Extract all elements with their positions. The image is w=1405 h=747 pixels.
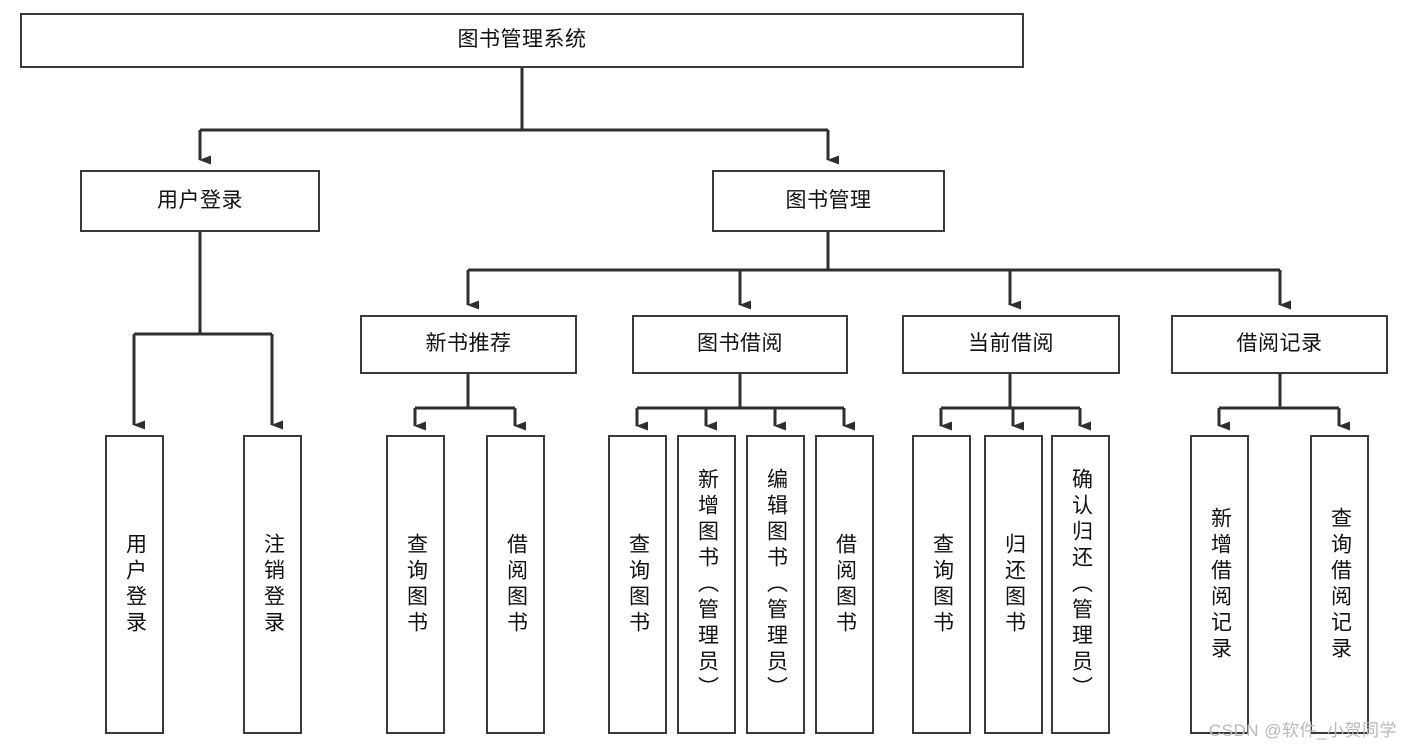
- node-leaf-query-book-1-label: 查询图书: [404, 532, 428, 637]
- node-current-borrow[interactable]: 当前借阅: [902, 315, 1120, 374]
- node-leaf-add-record-label: 新增借阅记录: [1208, 506, 1232, 663]
- node-root[interactable]: 图书管理系统: [20, 13, 1024, 68]
- node-borrow-record[interactable]: 借阅记录: [1171, 315, 1388, 374]
- node-leaf-query-record-label: 查询借阅记录: [1328, 506, 1352, 663]
- watermark: CSDN @软件_小贺同学: [1208, 721, 1397, 740]
- node-user-login[interactable]: 用户登录: [80, 170, 320, 232]
- node-book-manage-label: 图书管理: [785, 188, 872, 212]
- node-leaf-query-record[interactable]: 查询借阅记录: [1310, 435, 1369, 734]
- node-leaf-user-login[interactable]: 用户登录: [105, 435, 164, 734]
- node-book-borrow[interactable]: 图书借阅: [632, 315, 848, 374]
- node-leaf-add-book[interactable]: 新增图书（管理员）: [677, 435, 736, 734]
- node-leaf-edit-book[interactable]: 编辑图书（管理员）: [746, 435, 805, 734]
- node-leaf-logout[interactable]: 注销登录: [243, 435, 302, 734]
- node-leaf-query-book-3-label: 查询图书: [930, 532, 954, 637]
- node-leaf-query-book-2-label: 查询图书: [626, 532, 650, 637]
- node-leaf-return-book[interactable]: 归还图书: [984, 435, 1043, 734]
- node-leaf-user-login-label: 用户登录: [123, 532, 147, 637]
- node-leaf-confirm-return[interactable]: 确认归还（管理员）: [1051, 435, 1110, 734]
- node-book-manage[interactable]: 图书管理: [712, 170, 945, 232]
- node-leaf-return-book-label: 归还图书: [1002, 532, 1026, 637]
- node-leaf-confirm-return-label: 确认归还（管理员）: [1069, 467, 1093, 702]
- node-current-borrow-label: 当前借阅: [968, 332, 1054, 356]
- node-leaf-add-record[interactable]: 新增借阅记录: [1190, 435, 1249, 734]
- node-user-login-label: 用户登录: [157, 188, 243, 212]
- node-leaf-query-book-1[interactable]: 查询图书: [386, 435, 445, 734]
- node-leaf-query-book-3[interactable]: 查询图书: [912, 435, 971, 734]
- node-book-borrow-label: 图书借阅: [697, 332, 783, 356]
- node-leaf-borrow-book-2[interactable]: 借阅图书: [815, 435, 874, 734]
- node-leaf-borrow-book-2-label: 借阅图书: [833, 532, 857, 637]
- node-leaf-borrow-book-1[interactable]: 借阅图书: [486, 435, 545, 734]
- node-root-label: 图书管理系统: [457, 28, 587, 52]
- node-leaf-query-book-2[interactable]: 查询图书: [608, 435, 667, 734]
- node-leaf-edit-book-label: 编辑图书（管理员）: [764, 467, 788, 702]
- node-leaf-add-book-label: 新增图书（管理员）: [695, 467, 719, 702]
- node-new-book-recommend-label: 新书推荐: [425, 332, 512, 356]
- node-new-book-recommend[interactable]: 新书推荐: [360, 315, 577, 374]
- node-leaf-borrow-book-1-label: 借阅图书: [504, 532, 528, 637]
- node-borrow-record-label: 借阅记录: [1236, 332, 1323, 356]
- node-leaf-logout-label: 注销登录: [261, 532, 285, 637]
